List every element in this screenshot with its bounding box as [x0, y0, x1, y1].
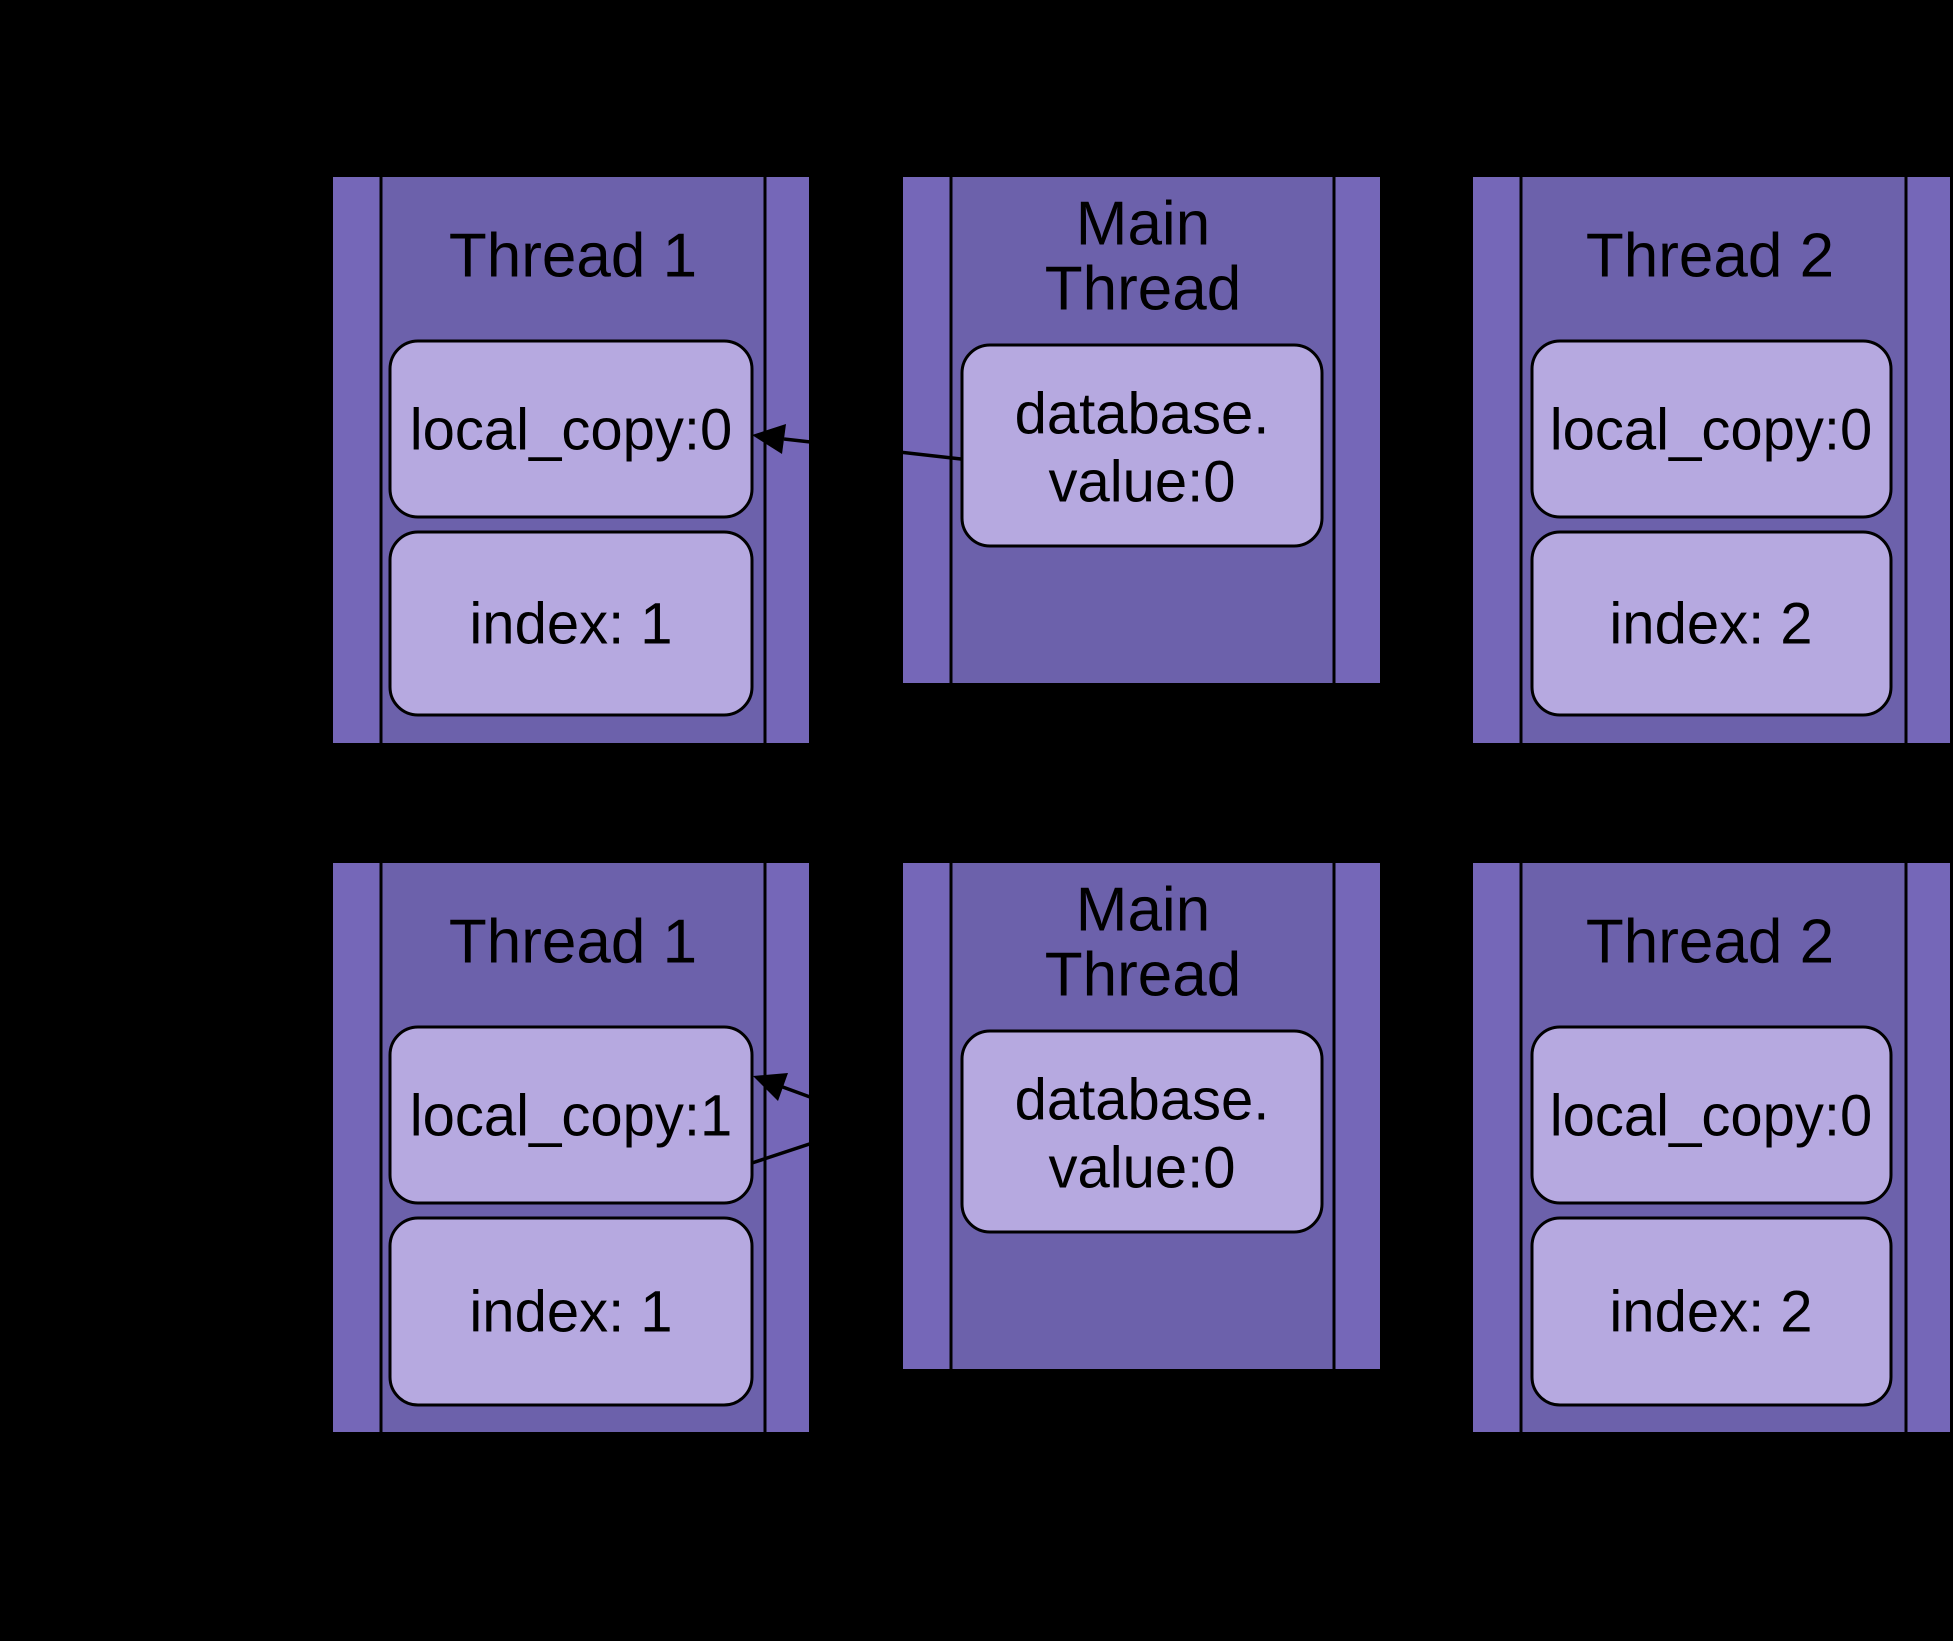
- index-box: [1530, 1216, 1893, 1407]
- panel-title: Thread 2: [1586, 222, 1834, 291]
- local-copy-label: local_copy:0: [1550, 1084, 1872, 1149]
- panel-title-line1: Main: [1076, 876, 1210, 945]
- local-copy-box: [1530, 339, 1893, 519]
- arrow-shaft: [779, 1084, 871, 1121]
- local-copy-label: local_copy:0: [1550, 398, 1872, 463]
- local-copy-box: [1530, 1025, 1893, 1205]
- arrow-row1-database-to-localcopy: [752, 424, 962, 461]
- panel-row1-thread1: Thread 1 local_copy:0 index: 1: [333, 177, 809, 743]
- arrowhead-icon: [752, 424, 786, 454]
- index-label: index: 2: [1609, 1280, 1812, 1345]
- panel-title-line1: Main: [1076, 190, 1210, 259]
- panel-title: Thread 1: [449, 222, 697, 291]
- arrow-shaft: [783, 437, 962, 461]
- arrow-shaft: [751, 1122, 871, 1165]
- index-label: index: 1: [469, 592, 672, 657]
- database-box: [960, 343, 1324, 548]
- arrow-row2-out-of-localcopy: [751, 1122, 871, 1165]
- database-label-line2: value:0: [1048, 450, 1235, 515]
- arrow-row2-into-localcopy: [753, 1073, 871, 1121]
- index-box: [388, 1216, 754, 1407]
- local-copy-box: [388, 1025, 754, 1205]
- panel-row1-main-thread: Main Thread database. value:0: [903, 177, 1380, 683]
- database-box: [960, 1029, 1324, 1234]
- index-box: [1530, 530, 1893, 717]
- panel-title-line2: Thread: [1045, 255, 1241, 324]
- arrowhead-icon: [753, 1073, 788, 1101]
- local-copy-box: [388, 339, 754, 519]
- database-label-line2: value:0: [1048, 1136, 1235, 1201]
- local-copy-label: local_copy:0: [410, 398, 732, 463]
- database-label-line1: database.: [1015, 1068, 1270, 1133]
- panel-title: Thread 1: [449, 908, 697, 977]
- panel-row2-thread1: Thread 1 local_copy:1 index: 1: [333, 863, 809, 1432]
- panel-title-line2: Thread: [1045, 941, 1241, 1010]
- index-box: [388, 530, 754, 717]
- index-label: index: 2: [1609, 592, 1812, 657]
- panel-title: Thread 2: [1586, 908, 1834, 977]
- database-label-line1: database.: [1015, 382, 1270, 447]
- index-label: index: 1: [469, 1280, 672, 1345]
- panel-row2-thread2: Thread 2 local_copy:0 index: 2: [1473, 863, 1950, 1432]
- local-copy-label: local_copy:1: [410, 1084, 732, 1149]
- panel-row1-thread2: Thread 2 local_copy:0 index: 2: [1473, 177, 1950, 743]
- panel-row2-main-thread: Main Thread database. value:0: [903, 863, 1380, 1369]
